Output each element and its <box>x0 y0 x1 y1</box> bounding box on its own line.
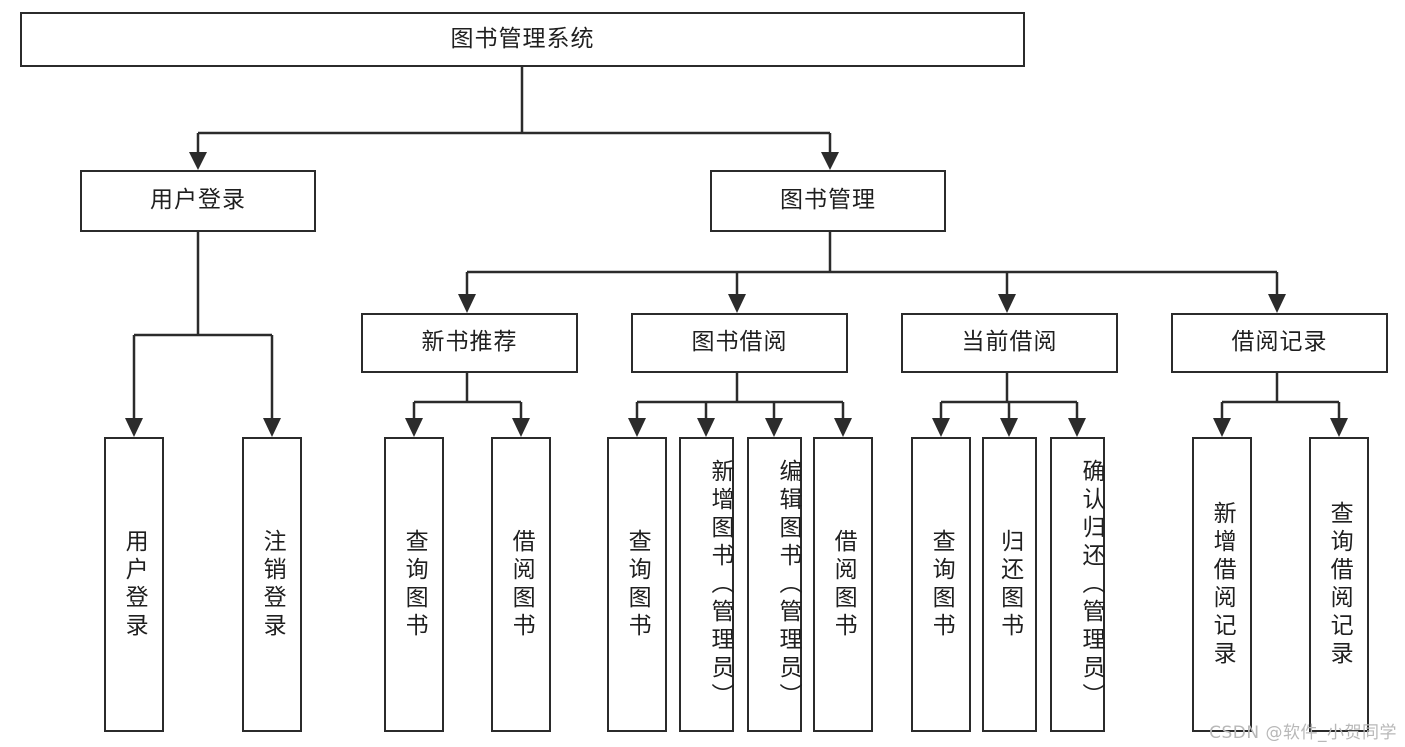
leaf-borrow-record-1[interactable]: 新增借阅记录 <box>1192 437 1252 732</box>
leaf-book-borrow-2[interactable]: 新增图书（管理员） <box>679 437 734 732</box>
node-new-book-recommend-label: 新书推荐 <box>421 329 518 356</box>
arrow-currentborrow-child-2 <box>1000 418 1018 437</box>
node-root[interactable]: 图书管理系统 <box>20 12 1025 67</box>
leaf-new-book-2-label: 借阅图书 <box>508 528 535 641</box>
node-new-book-recommend[interactable]: 新书推荐 <box>361 313 578 373</box>
leaf-borrow-record-1-label: 新增借阅记录 <box>1209 500 1236 669</box>
arrow-to-book-manage <box>821 152 839 170</box>
leaf-current-borrow-3[interactable]: 确认归还（管理员） <box>1050 437 1105 732</box>
leaf-current-borrow-3-label: 确认归还（管理员） <box>1078 458 1104 711</box>
leaf-book-borrow-3[interactable]: 编辑图书（管理员） <box>747 437 802 732</box>
arrow-borrowrecord-child-1 <box>1213 418 1231 437</box>
leaf-current-borrow-2-label: 归还图书 <box>996 528 1023 641</box>
leaf-book-borrow-4-label: 借阅图书 <box>830 528 857 641</box>
node-current-borrow[interactable]: 当前借阅 <box>901 313 1118 373</box>
leaf-new-book-1-label: 查询图书 <box>401 528 428 641</box>
leaf-borrow-record-2[interactable]: 查询借阅记录 <box>1309 437 1369 732</box>
watermark: CSDN @软件_小贺同学 <box>1209 723 1397 743</box>
arrow-bookborrow-child-2 <box>697 418 715 437</box>
leaf-new-book-2[interactable]: 借阅图书 <box>491 437 551 732</box>
leaf-book-borrow-3-label: 编辑图书（管理员） <box>775 458 801 711</box>
arrow-to-new-book <box>458 294 476 313</box>
node-book-manage-label: 图书管理 <box>780 187 876 214</box>
node-book-borrow[interactable]: 图书借阅 <box>631 313 848 373</box>
node-book-borrow-label: 图书借阅 <box>691 329 788 356</box>
node-book-manage[interactable]: 图书管理 <box>710 170 946 232</box>
leaf-new-book-1[interactable]: 查询图书 <box>384 437 444 732</box>
leaf-current-borrow-1-label: 查询图书 <box>928 528 955 641</box>
leaf-book-borrow-4[interactable]: 借阅图书 <box>813 437 873 732</box>
arrow-bookborrow-child-3 <box>765 418 783 437</box>
node-borrow-record[interactable]: 借阅记录 <box>1171 313 1388 373</box>
node-root-label: 图书管理系统 <box>450 25 595 52</box>
arrow-borrowrecord-child-2 <box>1330 418 1348 437</box>
arrow-to-user-login <box>189 152 207 170</box>
arrow-bookborrow-child-4 <box>834 418 852 437</box>
leaf-book-borrow-1[interactable]: 查询图书 <box>607 437 667 732</box>
arrow-userlogin-child-1 <box>125 418 143 437</box>
leaf-user-login-2-label: 注销登录 <box>259 528 286 641</box>
leaf-borrow-record-2-label: 查询借阅记录 <box>1326 500 1353 669</box>
leaf-book-borrow-2-label: 新增图书（管理员） <box>707 458 733 711</box>
leaf-user-login-1[interactable]: 用户登录 <box>104 437 164 732</box>
node-current-borrow-label: 当前借阅 <box>961 329 1058 356</box>
node-borrow-record-label: 借阅记录 <box>1231 329 1328 356</box>
node-user-login-label: 用户登录 <box>150 187 246 214</box>
leaf-book-borrow-1-label: 查询图书 <box>624 528 651 641</box>
leaf-user-login-1-label: 用户登录 <box>121 528 148 641</box>
arrow-currentborrow-child-1 <box>932 418 950 437</box>
arrow-newbook-child-2 <box>512 418 530 437</box>
leaf-current-borrow-1[interactable]: 查询图书 <box>911 437 971 732</box>
arrow-currentborrow-child-3 <box>1068 418 1086 437</box>
arrow-newbook-child-1 <box>405 418 423 437</box>
leaf-current-borrow-2[interactable]: 归还图书 <box>982 437 1037 732</box>
arrow-to-borrow-record <box>1268 294 1286 313</box>
arrow-to-book-borrow <box>728 294 746 313</box>
arrow-bookborrow-child-1 <box>628 418 646 437</box>
arrow-userlogin-child-2 <box>263 418 281 437</box>
node-user-login[interactable]: 用户登录 <box>80 170 316 232</box>
arrow-to-current-borrow <box>998 294 1016 313</box>
leaf-user-login-2[interactable]: 注销登录 <box>242 437 302 732</box>
